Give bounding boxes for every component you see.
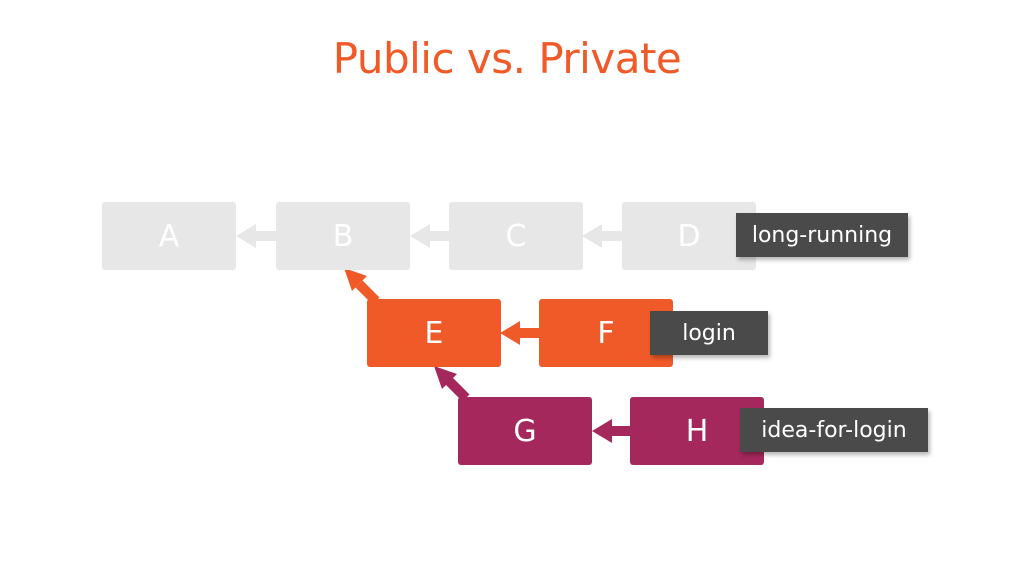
arrow-c-to-b (410, 224, 450, 248)
commit-a: A (102, 202, 236, 270)
arrow-e-to-b (344, 268, 380, 305)
branch-label-idea-for-login: idea-for-login (740, 408, 928, 452)
branch-label-long-running: long-running (736, 213, 908, 257)
arrow-b-to-a (236, 224, 276, 248)
branch-label-login: login (650, 311, 768, 355)
arrow-f-to-e (500, 321, 540, 345)
arrow-d-to-c (582, 224, 622, 248)
commit-d: D (622, 202, 756, 270)
commit-b: B (276, 202, 410, 270)
commit-g: G (458, 397, 592, 465)
commit-e: E (367, 299, 501, 367)
arrow-h-to-g (592, 419, 632, 443)
arrow-g-to-e (434, 366, 470, 402)
page-title: Public vs. Private (332, 34, 682, 83)
commit-c: C (449, 202, 583, 270)
